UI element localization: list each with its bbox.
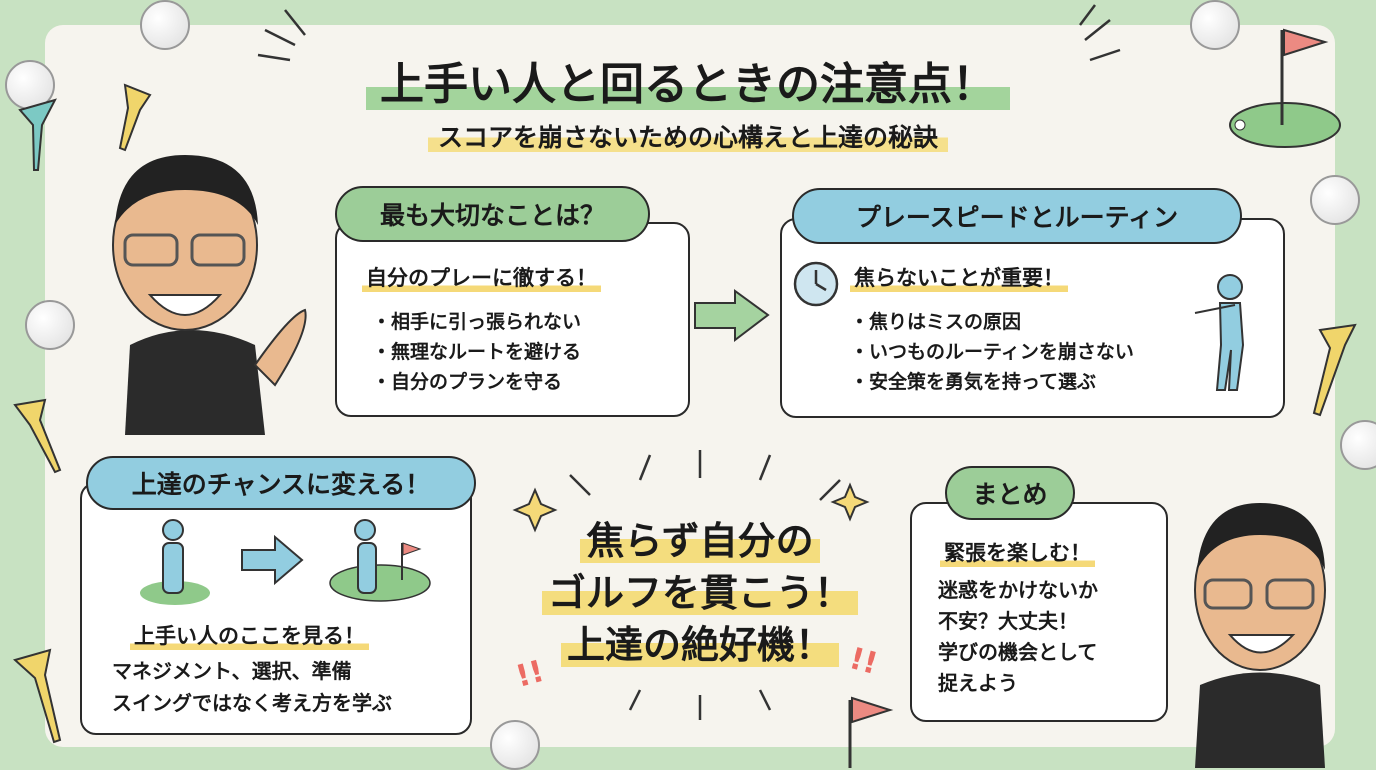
golf-ball-icon [25, 300, 75, 350]
card-header: 最も大切なことは？ [335, 186, 650, 242]
card-header: 上達のチャンスに変える！ [86, 456, 476, 510]
man-character-illustration [1194, 503, 1326, 768]
tee-icon [1312, 323, 1357, 417]
card-heading: 上手い人のここを見る！ [130, 620, 369, 650]
text-line: 不安？大丈夫！ [938, 609, 1078, 633]
bullet-item: ・安全策を勇気を持って選ぶ [850, 371, 1097, 393]
golf-ball-icon [1310, 175, 1360, 225]
key-message: 焦らず自分の ゴルフを貫こう！ 上達の絶好機！ [500, 515, 900, 671]
text-line: スイングではなく考え方を学ぶ [112, 691, 392, 715]
bullet-item: ・相手に引っ張られない [372, 311, 582, 333]
focus-on-own-play-card [335, 222, 690, 417]
bullet-item: ・焦りはミスの原因 [850, 311, 1022, 333]
page-title: 上手い人と回るときの注意点！ [0, 48, 1376, 112]
golf-ball-icon [140, 0, 190, 50]
bullet-item: ・いつものルーティンを崩さない [850, 341, 1134, 363]
card-heading: 緊張を楽しむ！ [940, 537, 1095, 567]
tee-icon [18, 98, 57, 171]
flag-icon [848, 696, 894, 768]
card-text: マネジメント、選択、準備 スイングではなく考え方を学ぶ [112, 655, 392, 719]
message-line: 焦らず自分の [500, 515, 900, 567]
play-speed-routine-card [780, 218, 1285, 418]
card-heading: 自分のプレーに徹する！ [362, 262, 601, 292]
text-line: マネジメント、選択、準備 [112, 659, 352, 683]
bullet-item: ・無理なルートを避ける [372, 341, 582, 363]
bullet-list: ・焦りはミスの原因 ・いつものルーティンを崩さない ・安全策を勇気を持って選ぶ [850, 307, 1134, 397]
arrow-right-icon [694, 289, 770, 343]
green-with-flag-icon [1229, 28, 1341, 148]
clock-icon [793, 261, 839, 307]
card-heading: 焦らないことが重要！ [850, 262, 1068, 292]
card-header: プレースピードとルーティン [792, 188, 1242, 244]
card-text: 迷惑をかけないか 不安？大丈夫！ 学びの機会として 捉えよう [938, 575, 1098, 699]
text-line: 迷惑をかけないか [938, 578, 1098, 602]
bullet-list: ・相手に引っ張られない ・無理なルートを避ける ・自分のプランを守る [372, 307, 581, 397]
page-subtitle: スコアを崩さないための心構えと上達の秘訣 [0, 118, 1376, 154]
text-line: 捉えよう [938, 671, 1018, 695]
message-line: ゴルフを貫こう！ [500, 567, 900, 619]
golfer-swing-icon [1194, 274, 1245, 391]
sparkle-icon [512, 482, 870, 533]
tee-icon [13, 398, 62, 474]
golf-ball-icon [1190, 0, 1240, 50]
card-header: まとめ [945, 466, 1075, 520]
tee-icon [12, 648, 62, 744]
burst-lines [257, 4, 1121, 720]
text-line: 学びの機会として [938, 640, 1098, 664]
man-character-illustration [112, 155, 307, 435]
tee-icon [118, 83, 152, 152]
bullet-item: ・自分のプランを守る [372, 371, 563, 393]
message-line: 上達の絶好機！ [500, 619, 900, 671]
golf-ball-icon [1340, 420, 1376, 470]
before-after-golfer-illustration [140, 519, 431, 605]
